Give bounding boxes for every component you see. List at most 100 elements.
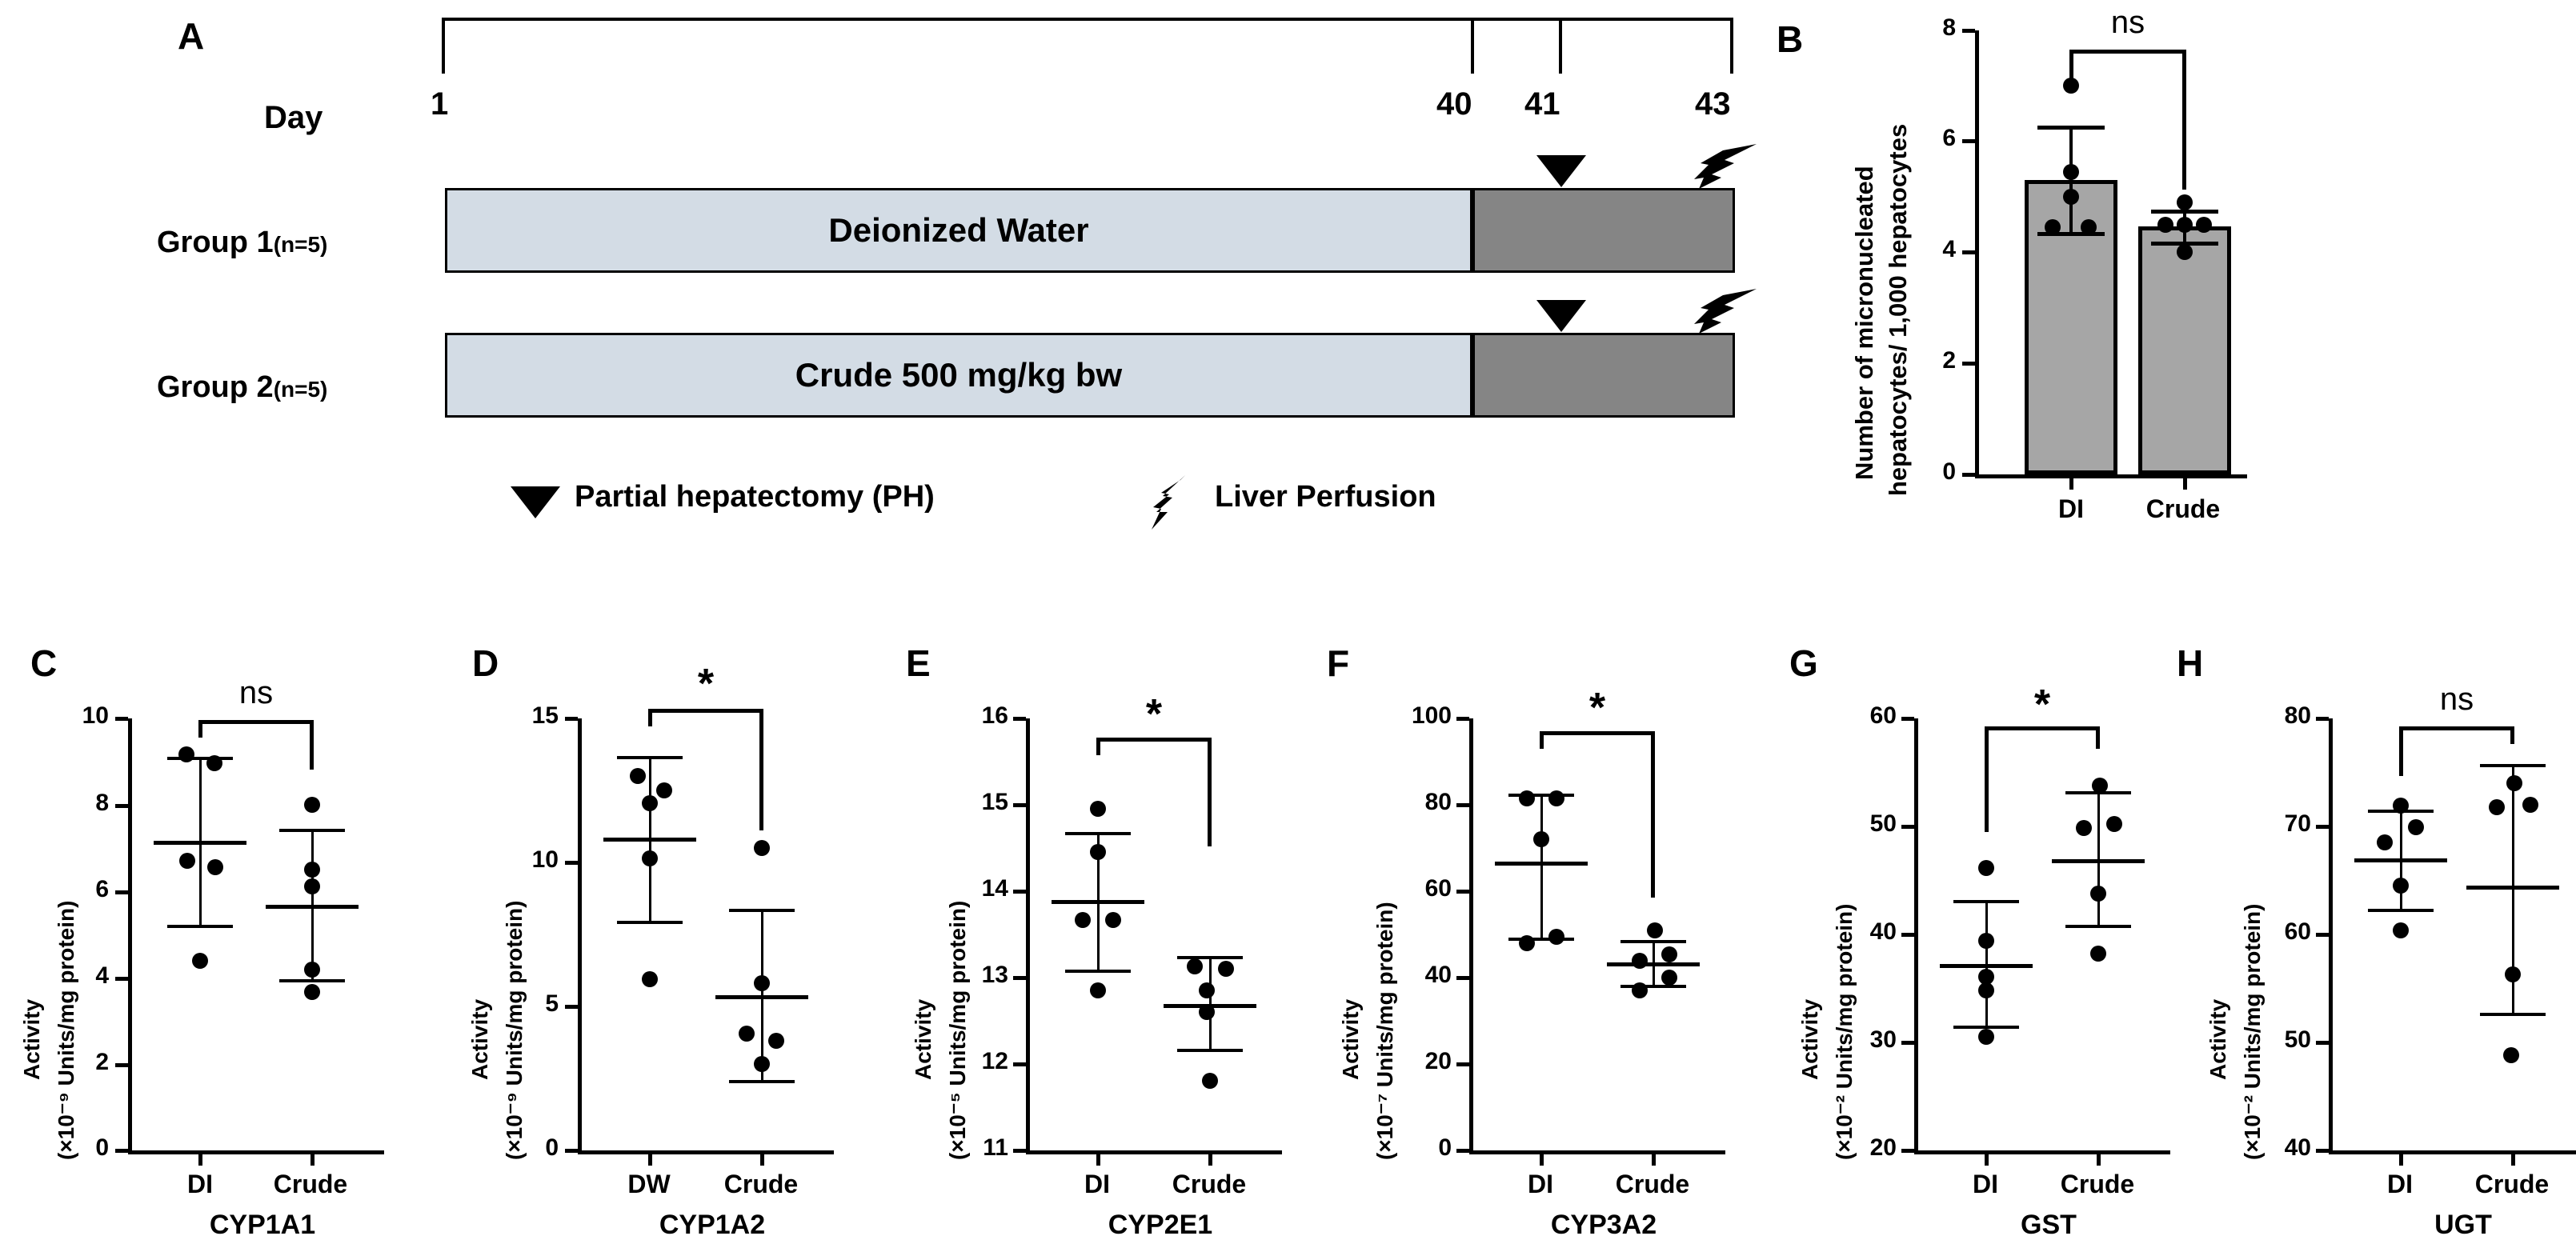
panel-e-enzyme-name: CYP2E1 bbox=[1108, 1210, 1213, 1240]
panel-e-error-cap-di-bottom bbox=[1065, 970, 1131, 973]
panel-d-xtick-dw bbox=[648, 1153, 652, 1166]
panel-g-ytick-50 bbox=[1901, 825, 1914, 829]
panel-h-xtick-di bbox=[2399, 1153, 2403, 1166]
panel-b-significance: ns bbox=[2110, 5, 2145, 40]
panel-c-y-axis bbox=[128, 718, 132, 1154]
panel-f-yticklabel-0: 0 bbox=[1438, 1134, 1452, 1161]
panel-d-ytick-0 bbox=[565, 1149, 578, 1153]
panel-d-error-cap-dw-top bbox=[617, 756, 683, 759]
panel-f-sig-bracket-left bbox=[1540, 731, 1544, 749]
panel-h-yticklabel-60: 60 bbox=[2284, 918, 2311, 945]
panel-c-ytick-4 bbox=[115, 977, 128, 981]
panel-d-ylabel-line1: Activity bbox=[467, 998, 492, 1080]
panel-d-xtick-crude bbox=[760, 1153, 764, 1166]
group-2-n: (n=5) bbox=[273, 377, 328, 402]
panel-a-study-design: A Day 1 40 41 43 Group 1(n=5) Deionized … bbox=[0, 0, 1757, 560]
panel-h-yticklabel-40: 40 bbox=[2284, 1134, 2311, 1161]
panel-d-significance: * bbox=[697, 661, 715, 707]
panel-b-ytick-2 bbox=[1962, 362, 1975, 366]
panel-f-x-axis bbox=[1469, 1150, 1725, 1154]
panel-e-yticklabel-11: 11 bbox=[983, 1134, 1008, 1161]
panel-h-datapoint bbox=[2408, 819, 2424, 835]
panel-f-yticklabel-40: 40 bbox=[1424, 962, 1452, 988]
panel-b-error-cap-crude-bottom bbox=[2151, 242, 2218, 246]
lightning-bolt-icon bbox=[1694, 144, 1757, 189]
panel-g-ytick-60 bbox=[1901, 717, 1914, 721]
panel-c-datapoint bbox=[206, 755, 222, 771]
panel-g-enzyme-name: GST bbox=[2021, 1210, 2077, 1240]
panel-h-yticklabel-70: 70 bbox=[2284, 810, 2311, 837]
panel-g-yticklabel-60: 60 bbox=[1869, 702, 1897, 729]
panel-b-xtick-di bbox=[2069, 477, 2073, 490]
panel-d-datapoint bbox=[754, 1056, 770, 1072]
panel-e-significance: * bbox=[1145, 691, 1163, 738]
panel-h-sig-bracket-top bbox=[2399, 726, 2514, 730]
panel-c-sig-bracket-top bbox=[198, 720, 314, 724]
legend-label-partial-hepatectomy: Partial hepatectomy (PH) bbox=[575, 480, 935, 514]
panel-f-sig-bracket-top bbox=[1540, 731, 1655, 735]
panel-h-datapoint bbox=[2393, 798, 2409, 814]
panel-c-cyp1a1: C Activity (×10⁻⁹ Units/mg protein) 10 8… bbox=[0, 632, 432, 1244]
panel-g-error-di bbox=[1985, 900, 1988, 1027]
panel-h-error-di bbox=[2400, 810, 2402, 912]
panel-e-datapoint bbox=[1199, 982, 1215, 998]
panel-d-datapoint bbox=[754, 975, 770, 991]
panel-h-datapoint bbox=[2377, 834, 2393, 850]
panel-f-datapoint bbox=[1519, 790, 1535, 806]
panel-h-datapoint bbox=[2506, 775, 2522, 791]
panel-c-xtick-crude bbox=[310, 1153, 314, 1166]
panel-g-error-cap-di-top bbox=[1953, 900, 2019, 903]
panel-b-yticklabel-8: 8 bbox=[1942, 14, 1956, 41]
panel-h-sig-bracket-left bbox=[2399, 726, 2403, 776]
panel-e-ytick-13 bbox=[1013, 976, 1026, 980]
panel-c-datapoint bbox=[179, 853, 195, 869]
panel-c-datapoint bbox=[304, 984, 320, 1000]
panel-d-xlabel-crude: Crude bbox=[723, 1170, 799, 1198]
panel-h-significance: ns bbox=[2439, 682, 2474, 717]
panel-g-datapoint bbox=[1978, 860, 1994, 876]
panel-d-ylabel-line2: (×10⁻⁹ Units/mg protein) bbox=[502, 900, 527, 1160]
triangle-down-icon bbox=[1536, 300, 1586, 332]
panel-e-ytick-14 bbox=[1013, 890, 1026, 894]
panel-h-error-cap-crude-top bbox=[2480, 764, 2546, 767]
panel-c-x-axis bbox=[128, 1150, 384, 1154]
panel-letter-d: D bbox=[472, 642, 499, 684]
panel-f-ytick-0 bbox=[1456, 1149, 1469, 1153]
panel-b-datapoint bbox=[2157, 217, 2173, 233]
panel-e-error-cap-crude-bottom bbox=[1177, 1049, 1243, 1052]
panel-f-error-di bbox=[1540, 794, 1543, 939]
panel-f-ytick-80 bbox=[1456, 803, 1469, 807]
panel-f-xlabel-crude: Crude bbox=[1615, 1170, 1690, 1198]
panel-e-error-di bbox=[1097, 832, 1100, 971]
panel-c-enzyme-name: CYP1A1 bbox=[209, 1210, 316, 1240]
panel-f-error-cap-crude-top bbox=[1621, 940, 1686, 943]
panel-d-datapoint bbox=[630, 768, 646, 784]
panel-f-ytick-100 bbox=[1456, 717, 1469, 721]
panel-b-datapoint bbox=[2177, 217, 2193, 233]
panel-g-ylabel-line1: Activity bbox=[1797, 998, 1822, 1080]
timeline-tick-day41 bbox=[1559, 18, 1562, 74]
panel-e-datapoint bbox=[1218, 961, 1234, 977]
panel-h-ugt: H Activity (×10⁻² Units/mg protein) 80 7… bbox=[2177, 632, 2576, 1244]
panel-c-ytick-6 bbox=[115, 890, 128, 894]
panel-letter-b: B bbox=[1777, 18, 1804, 60]
panel-d-yticklabel-10: 10 bbox=[531, 846, 559, 873]
panel-g-datapoint bbox=[1978, 1029, 1994, 1045]
panel-e-y-axis bbox=[1026, 718, 1030, 1154]
panel-b-datapoint bbox=[2063, 78, 2079, 94]
panel-e-x-axis bbox=[1026, 1150, 1282, 1154]
panel-b-y-axis bbox=[1975, 30, 1979, 478]
panel-e-error-crude bbox=[1209, 956, 1212, 1050]
group-1-treatment-label: Deionized Water bbox=[828, 211, 1089, 249]
panel-d-yticklabel-5: 5 bbox=[545, 990, 559, 1017]
panel-h-enzyme-name: UGT bbox=[2434, 1210, 2492, 1240]
panel-g-xlabel-crude: Crude bbox=[2060, 1170, 2135, 1198]
panel-e-xtick-di bbox=[1096, 1153, 1100, 1166]
panel-g-gst: G Activity (×10⁻² Units/mg protein) 60 5… bbox=[1761, 632, 2193, 1244]
panel-g-sig-bracket-left bbox=[1985, 726, 1989, 832]
panel-f-error-cap-di-bottom bbox=[1508, 938, 1574, 941]
panel-d-yticklabel-15: 15 bbox=[531, 702, 559, 729]
panel-d-datapoint bbox=[739, 1026, 755, 1042]
panel-d-datapoint bbox=[768, 1033, 784, 1049]
panel-c-error-cap-crude-bottom bbox=[279, 979, 345, 982]
